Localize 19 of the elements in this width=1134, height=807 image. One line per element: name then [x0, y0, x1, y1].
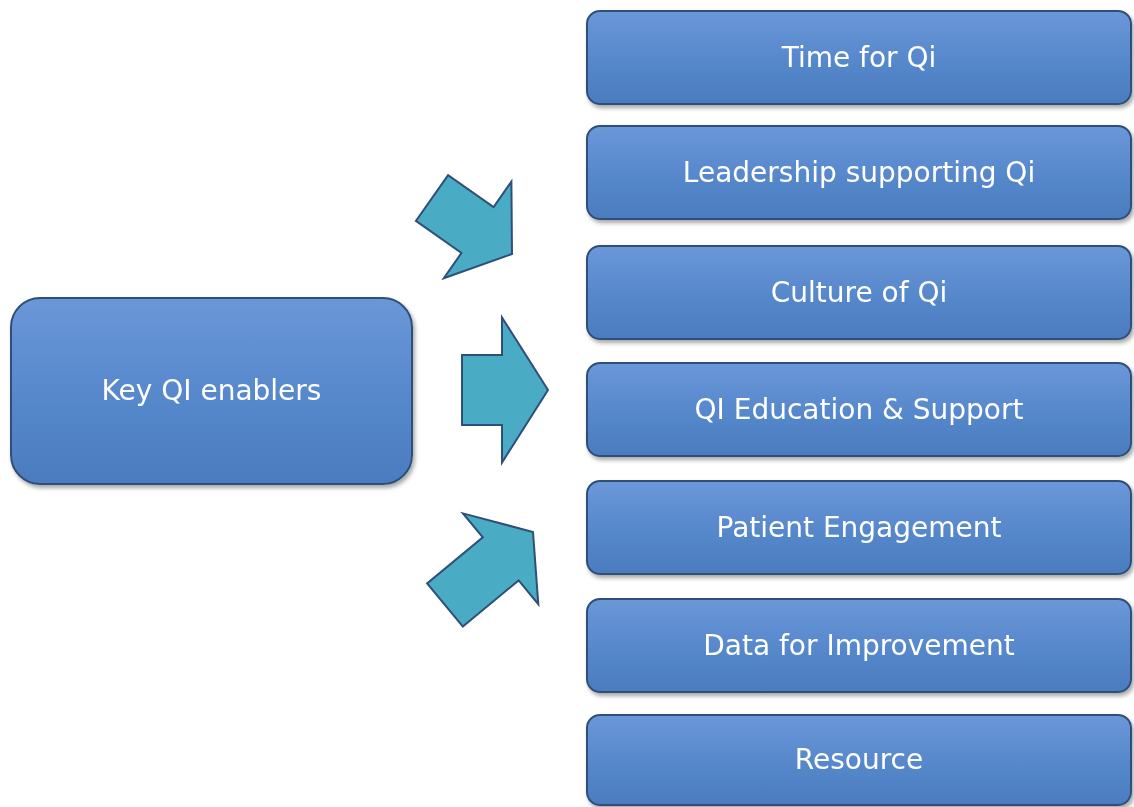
block-arrow — [414, 173, 513, 281]
node-label: Data for Improvement — [703, 628, 1015, 663]
process-box — [586, 10, 1132, 105]
process-box — [586, 362, 1132, 457]
rounded-box — [10, 297, 413, 485]
block-arrow — [461, 314, 550, 466]
process-box — [586, 598, 1132, 693]
block-arrow — [425, 511, 540, 628]
node-label: Leadership supporting Qi — [682, 155, 1036, 190]
node-label: QI Education & Support — [694, 392, 1024, 427]
node-label: Time for Qi — [781, 40, 937, 75]
process-box — [586, 125, 1132, 220]
node-label: Culture of Qi — [770, 275, 948, 310]
node-label: Resource — [794, 743, 924, 777]
process-box — [586, 480, 1132, 575]
node-label: Key QI enablers — [101, 374, 322, 408]
process-box — [586, 714, 1132, 806]
node-label: Patient Engagement — [716, 510, 1002, 545]
process-box — [586, 245, 1132, 340]
